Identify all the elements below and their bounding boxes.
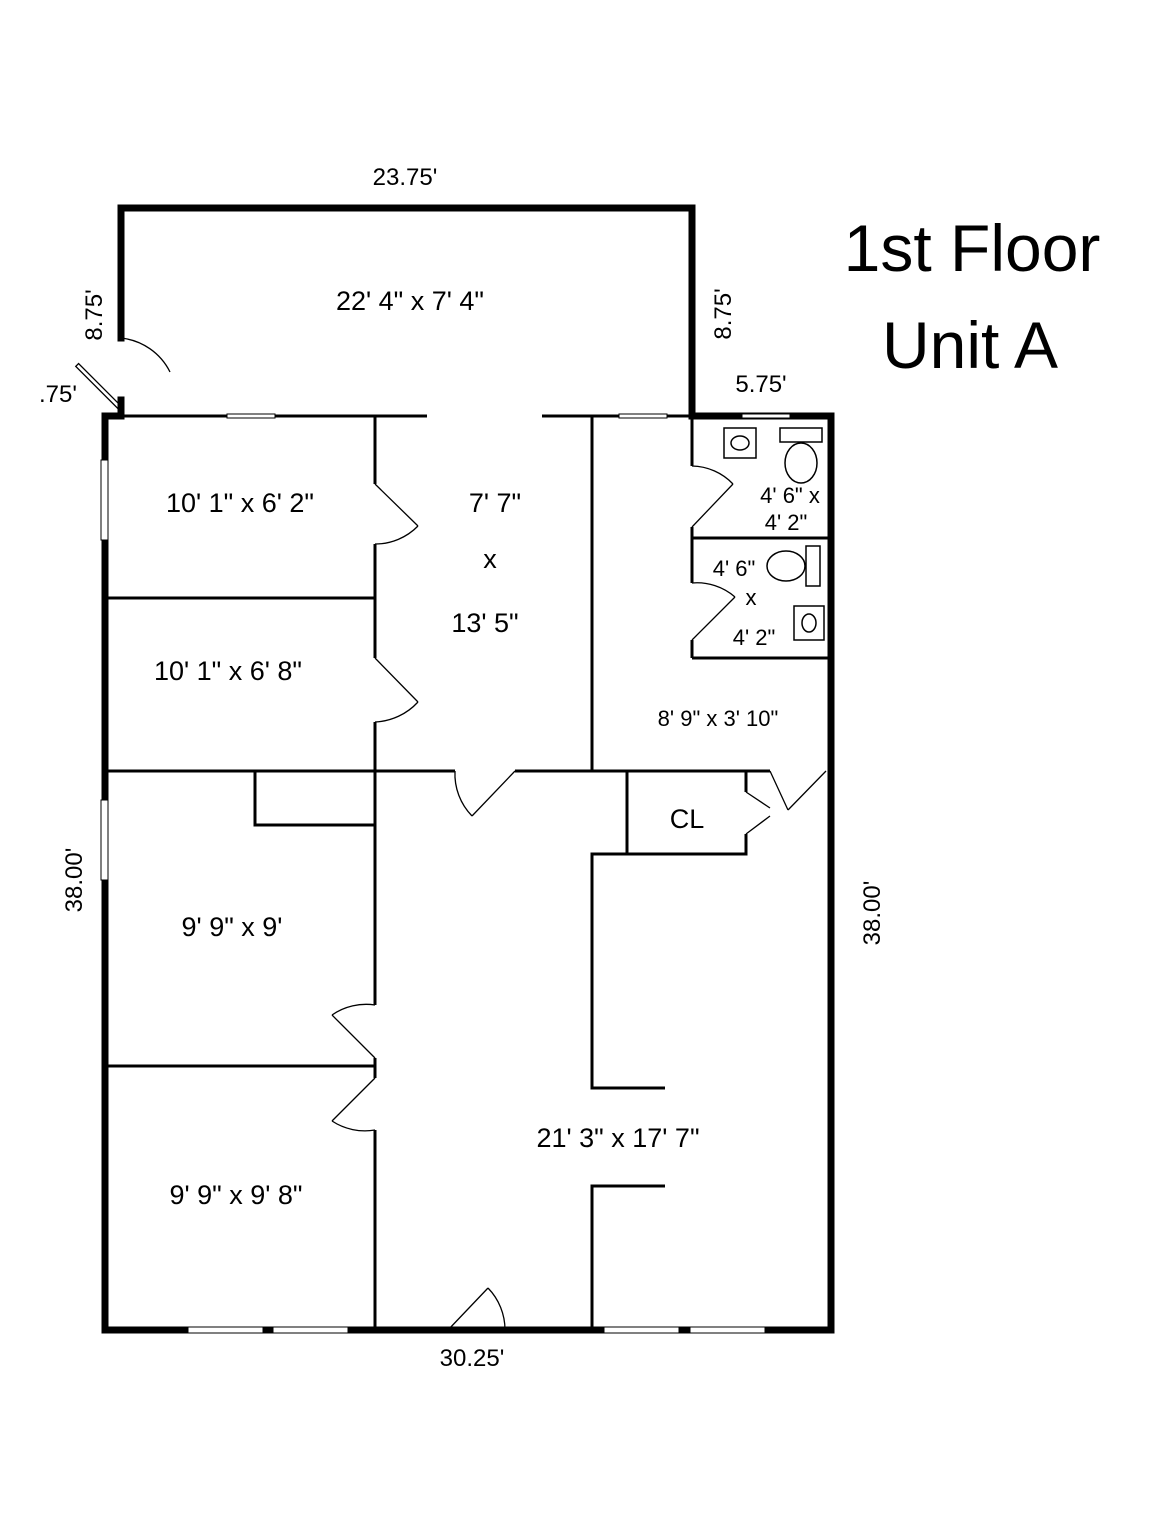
room-bath-2-label-3: 4' 2": [733, 625, 776, 650]
door-bath1: [691, 483, 734, 528]
room-4-label: 9' 9" x 9' 8": [169, 1180, 302, 1210]
door-side-entry: [769, 770, 789, 811]
dim-bottom-width: 30.25': [440, 1345, 505, 1372]
door-side-entry-b: [787, 770, 827, 811]
dim-right-offset: 5.75': [735, 371, 786, 398]
door-front: [447, 1287, 489, 1331]
wall-living-upper: [590, 852, 665, 1090]
window-bottom-1: [187, 1326, 264, 1334]
door-front-swing: [487, 1287, 506, 1331]
window-left-bed1: [100, 459, 109, 541]
door-bath2-swing: [691, 582, 736, 598]
wall-closet: [625, 771, 748, 856]
window-left-room3: [100, 799, 109, 881]
room-bedroom-2-label: 10' 1" x 6' 8": [154, 656, 302, 686]
door-bath1-swing: [691, 465, 734, 485]
room-bath-1-label-2: 4' 2": [765, 510, 808, 535]
door-room4: [331, 1077, 376, 1122]
title-line-2: Unit A: [882, 308, 1058, 382]
door-hall: [471, 770, 516, 817]
window-top-kitchen: [618, 413, 668, 419]
doors: [74, 337, 827, 1331]
sink-bowl-bath2: [801, 613, 817, 633]
door-room3: [331, 1014, 376, 1059]
door-porch-swing: [120, 337, 171, 373]
dim-left-offset: .75': [39, 381, 77, 408]
windows: [100, 413, 791, 1334]
window-bottom-2: [272, 1326, 349, 1334]
dim-right-height: 38.00': [859, 881, 886, 946]
window-bottom-3: [603, 1326, 680, 1334]
door-bed1: [374, 483, 419, 527]
door-bed1-swing: [374, 525, 419, 545]
dim-left-upper-height: 8.75': [81, 289, 108, 340]
window-bottom-4: [689, 1326, 766, 1334]
window-top-bed1: [226, 413, 276, 419]
room-bath-2-label-1: 4' 6": [713, 556, 756, 581]
door-bed2: [374, 657, 419, 703]
room-living-label: 21' 3" x 17' 7": [536, 1123, 699, 1153]
room-hall-label-2: x: [483, 544, 497, 574]
door-hall-swing: [454, 770, 473, 817]
door-bath2: [691, 596, 736, 641]
room-hall-label-1: 7' 7": [469, 488, 521, 518]
toilet-tank-bath1: [779, 427, 823, 443]
door-closet-b: [745, 815, 771, 835]
door-room3-swing: [331, 1003, 376, 1016]
porch-wall: [117, 204, 696, 420]
toilet-tank-bath2: [805, 545, 821, 587]
toilet-bowl-bath1: [784, 442, 818, 484]
room-bath-1-label-1: 4' 6" x: [760, 483, 820, 508]
room-3-label: 9' 9" x 9': [182, 912, 283, 942]
title-line-1: 1st Floor: [844, 211, 1101, 285]
room-closet-label: CL: [670, 804, 705, 834]
door-closet-a: [745, 791, 771, 809]
wall-living-lower: [590, 1184, 665, 1330]
dim-left-height: 38.00': [61, 848, 88, 913]
door-bed2-swing: [374, 701, 419, 723]
room-bedroom-1-label: 10' 1" x 6' 2": [166, 488, 314, 518]
fixtures: [723, 427, 825, 641]
window-top-bath: [741, 413, 791, 419]
interior-walls: [105, 414, 831, 1330]
exterior-walls: [101, 204, 835, 1334]
toilet-bowl-bath2: [766, 550, 806, 582]
dim-top-width: 23.75': [373, 164, 438, 191]
door-porch-entry: [74, 362, 122, 410]
room-porch-label: 22' 4" x 7' 4": [336, 286, 484, 316]
room-kitchen-label: 8' 9" x 3' 10": [658, 706, 779, 731]
wall-room3-notch: [253, 771, 375, 827]
sink-bowl-bath1: [730, 435, 750, 451]
room-hall-label-3: 13' 5": [451, 608, 518, 638]
room-bath-2-label-2: x: [746, 585, 757, 610]
dim-right-upper-height: 8.75': [710, 288, 737, 339]
door-room4-swing: [331, 1120, 376, 1132]
